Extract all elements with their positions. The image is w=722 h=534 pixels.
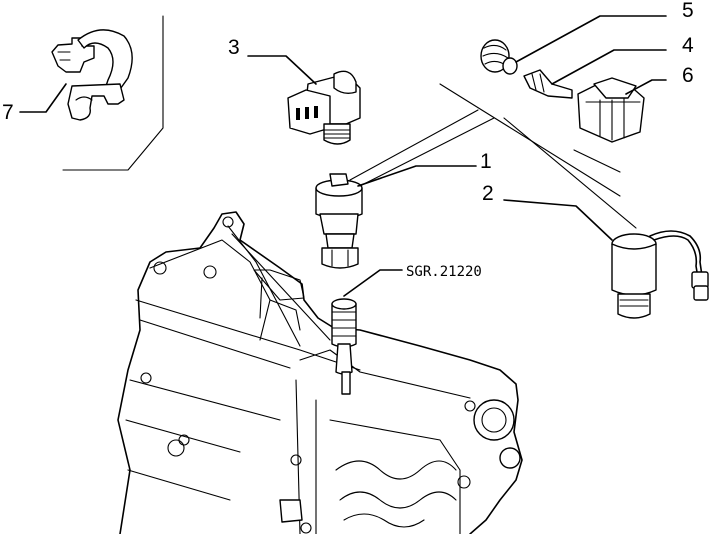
guide-lines <box>227 83 637 347</box>
part-7-clip <box>19 15 164 171</box>
part-5-grommet <box>480 15 667 75</box>
part-6-connector <box>577 77 667 143</box>
part-1-sensor <box>315 165 477 269</box>
callout-5: 5 <box>682 0 694 22</box>
callout-2: 2 <box>482 182 494 205</box>
callout-4: 4 <box>682 34 694 57</box>
reference-code: SGR.21220 <box>406 264 482 280</box>
part-4-terminal <box>523 49 667 99</box>
part-3-sensor <box>247 55 361 145</box>
callout-6: 6 <box>682 64 694 87</box>
callout-7: 7 <box>2 101 14 124</box>
callout-labels: 7 3 5 4 6 1 2 SGR.21220 <box>2 0 694 280</box>
gearbox-housing <box>117 211 523 534</box>
callout-3: 3 <box>228 36 240 59</box>
part-2-sensor-cable <box>503 199 709 319</box>
callout-1: 1 <box>480 150 492 173</box>
pinion-shaft <box>331 269 403 395</box>
